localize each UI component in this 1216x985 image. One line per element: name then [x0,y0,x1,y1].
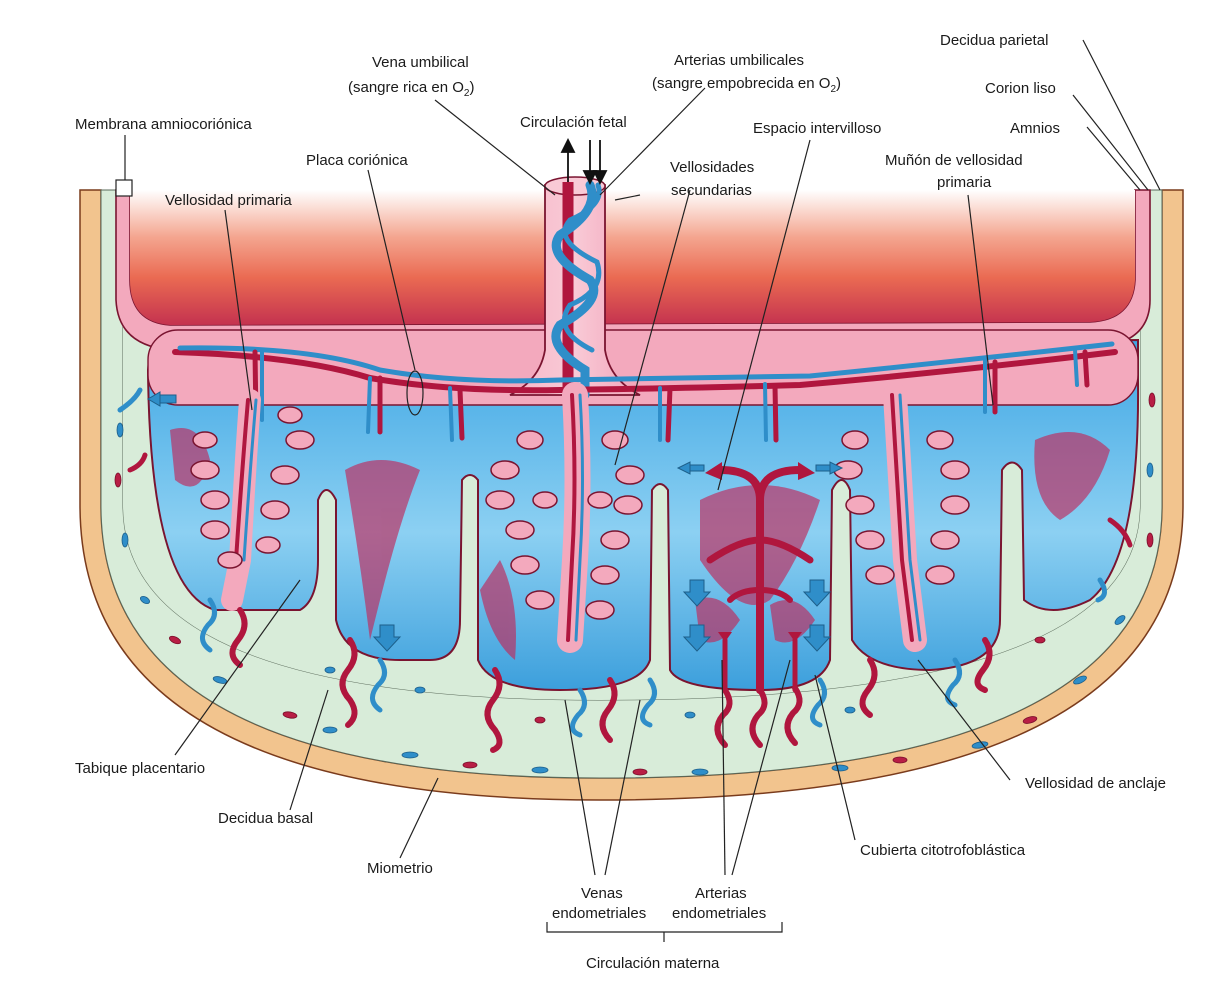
label-tabique-placentario: Tabique placentario [75,760,205,777]
label-venas-endometriales-2: endometriales [552,905,646,922]
label-munon: Muñón de vellosidad [885,152,1023,169]
label-vena-umbilical-note: (sangre rica en O2) [348,79,474,99]
label-munon-2: primaria [937,174,992,191]
label-arterias-umbilicales: Arterias umbilicales [674,52,804,69]
label-arterias-endometriales: Arterias [695,885,747,902]
label-espacio-intervilloso: Espacio intervilloso [753,120,881,137]
fetal-circulation-arrows [562,140,606,183]
label-circulacion-materna: Circulación materna [586,955,720,972]
label-vellosidad-de-anclaje: Vellosidad de anclaje [1025,775,1166,792]
amniotic-cavity [130,190,1135,325]
label-arterias-umbilicales-note: (sangre empobrecida en O2) [652,75,841,95]
label-miometrio: Miometrio [367,860,433,877]
label-vena-umbilical: Vena umbilical [372,54,469,71]
label-venas-endometriales: Venas [581,885,623,902]
label-vellosidad-primaria: Vellosidad primaria [165,192,292,209]
label-circulacion-fetal: Circulación fetal [520,114,627,131]
label-decidua-parietal: Decidua parietal [940,32,1048,49]
label-vellosidades-secundarias-2: secundarias [671,182,752,199]
label-placa-corionica: Placa coriónica [306,152,408,169]
label-arterias-endometriales-2: endometriales [672,905,766,922]
label-cubierta-citotrofoblastica: Cubierta citotrofoblástica [860,842,1026,859]
label-membrana-amniocorionica: Membrana amniocoriónica [75,116,252,133]
label-decidua-basal: Decidua basal [218,810,313,827]
membrana-marker [116,180,132,196]
label-vellosidades-secundarias: Vellosidades [670,159,754,176]
label-amnios: Amnios [1010,120,1060,137]
label-corion-liso: Corion liso [985,80,1056,97]
